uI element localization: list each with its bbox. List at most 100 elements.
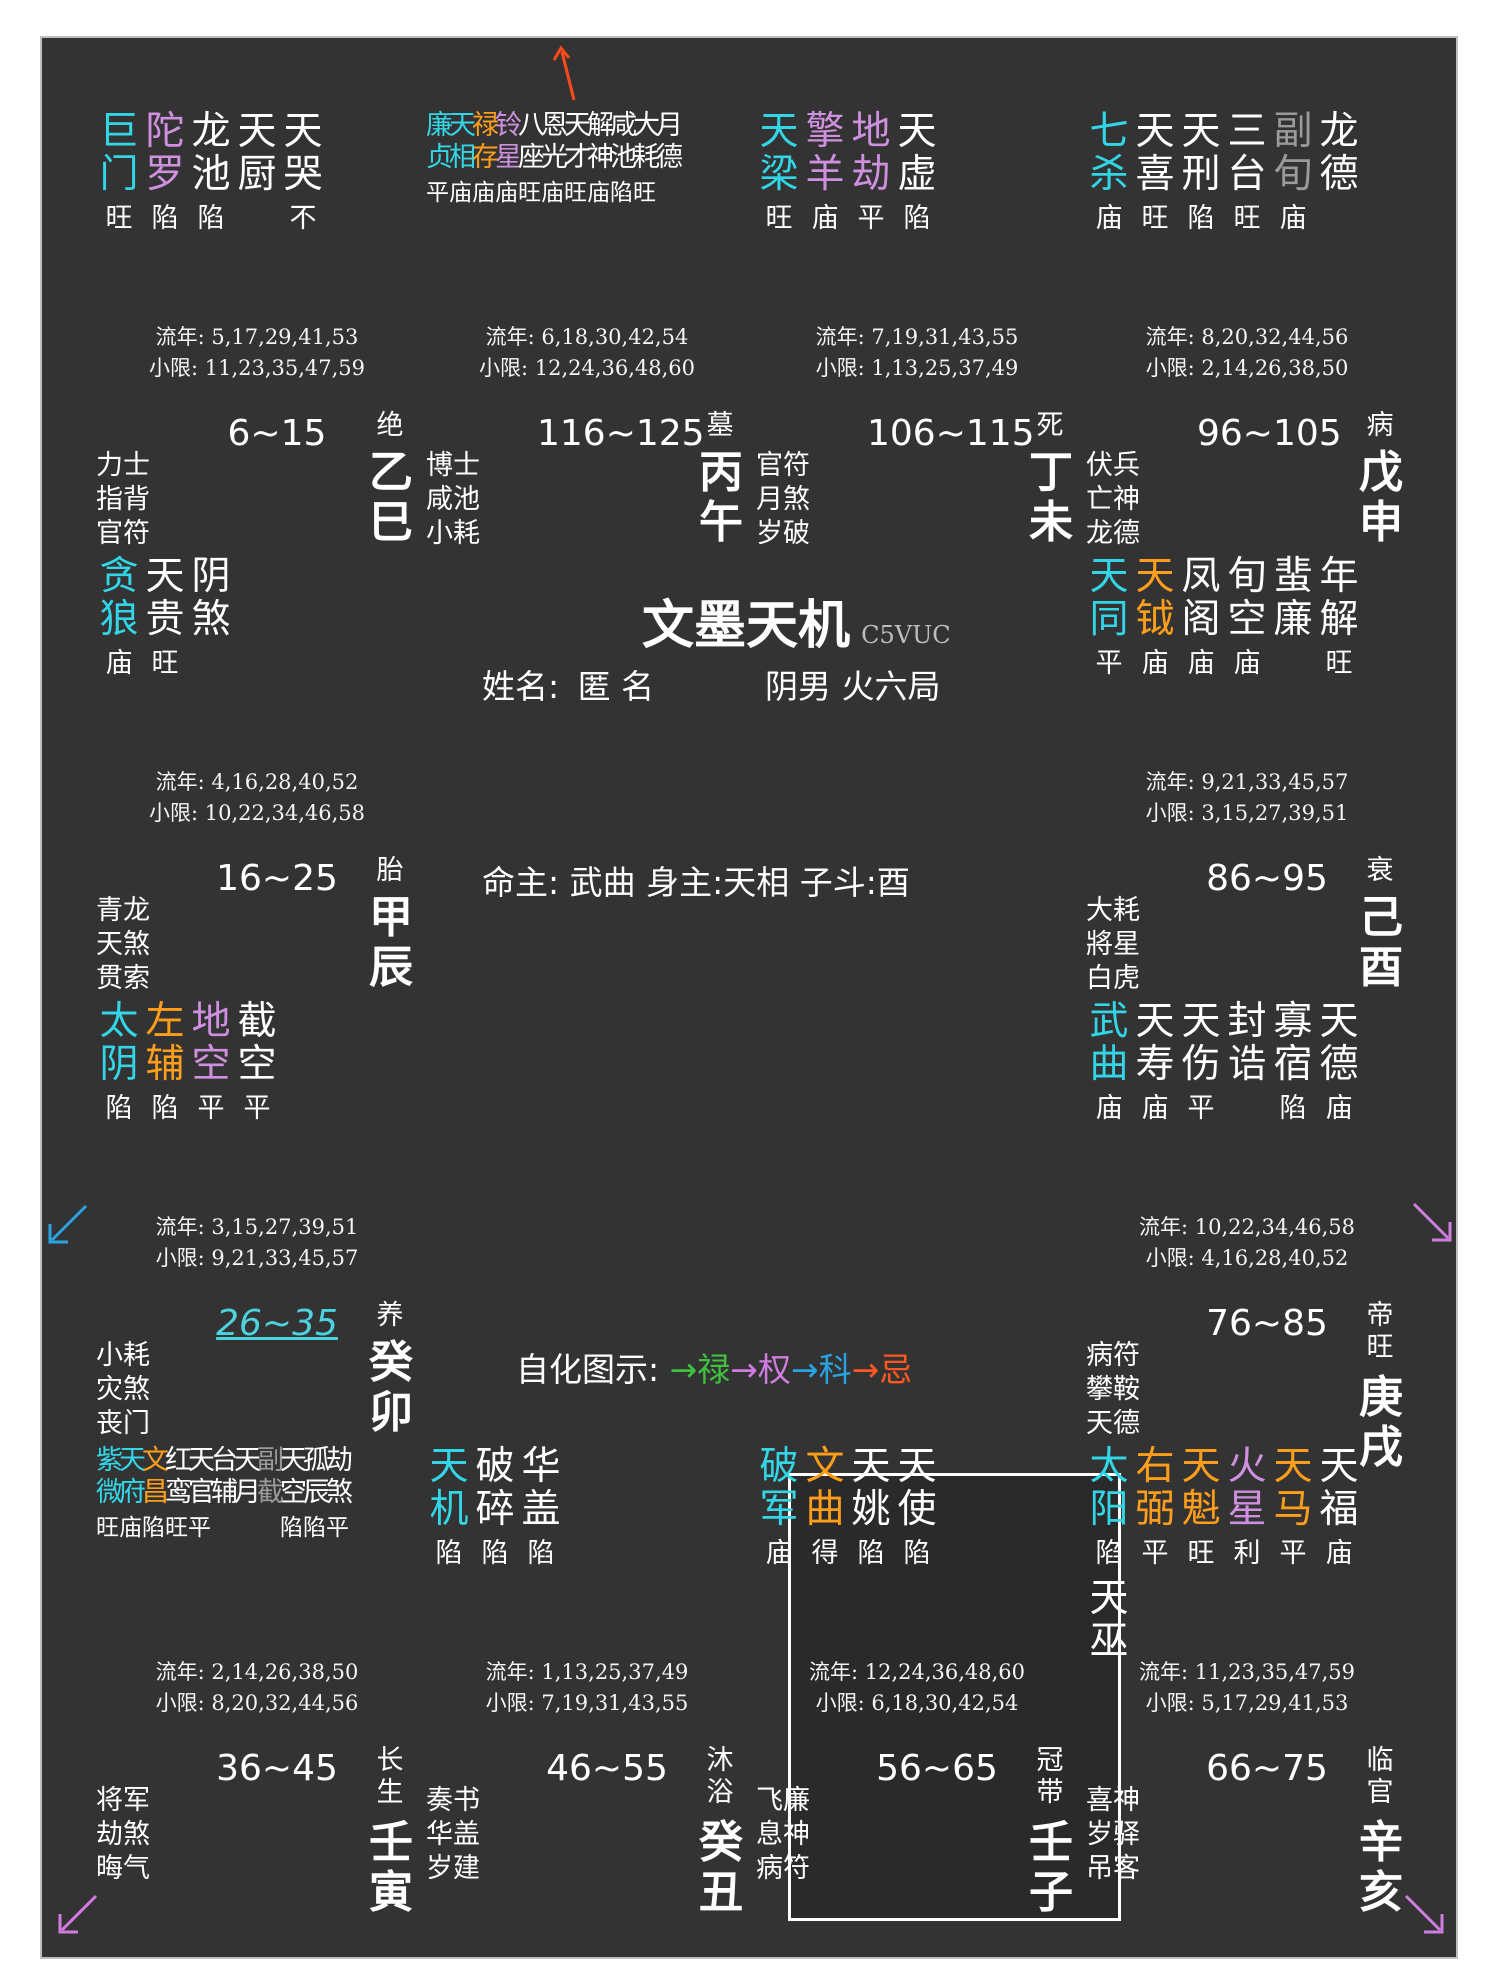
star[interactable]: 天厨 — [234, 110, 280, 242]
star[interactable]: 凤阁庙 — [1178, 555, 1224, 687]
star[interactable]: 巨门旺 — [96, 110, 142, 242]
star[interactable]: 封诰 — [1224, 1000, 1270, 1132]
star[interactable]: 文曲得 — [802, 1445, 848, 1577]
star[interactable]: 副旬庙 — [1270, 110, 1316, 242]
liunian-line: 流年: 9,21,33,45,57 — [1145, 770, 1349, 794]
deity-name: 岁破 — [756, 518, 810, 549]
deity-name: 月煞 — [756, 484, 810, 515]
decade-range[interactable]: 26~35 — [216, 1303, 338, 1344]
star[interactable]: 天刑陷 — [1178, 110, 1224, 242]
star-name: 贪狼 — [99, 554, 139, 642]
star[interactable]: 天伤平 — [1178, 1000, 1224, 1132]
star[interactable]: 铃星庙 — [495, 110, 522, 212]
star[interactable]: 天钺庙 — [1132, 555, 1178, 687]
star[interactable]: 蜚廉 — [1270, 555, 1316, 687]
star[interactable]: 龙池陷 — [188, 110, 234, 242]
star[interactable]: 咸池陷 — [610, 110, 637, 212]
star[interactable]: 廉贞平 — [426, 110, 453, 212]
star-name: 龙德 — [1319, 109, 1359, 197]
star[interactable]: 紫微旺 — [96, 1445, 123, 1547]
star[interactable]: 地空平 — [188, 1000, 234, 1132]
sihua-legend: 自化图示: →禄→权→科→忌 — [516, 1343, 912, 1391]
star[interactable]: 禄存庙 — [472, 110, 499, 212]
star[interactable]: 天官平 — [188, 1445, 215, 1547]
deity-name: 喜神 — [1086, 1785, 1140, 1816]
deity-name: 伏兵 — [1086, 450, 1140, 481]
star[interactable]: 华盖陷 — [518, 1445, 564, 1577]
star[interactable]: 天马平 — [1270, 1445, 1316, 1577]
star[interactable]: 龙德 — [1316, 110, 1362, 242]
star[interactable]: 八座旺 — [518, 110, 545, 212]
star[interactable]: 副截 — [257, 1445, 284, 1547]
star-name: 破碎 — [475, 1444, 515, 1532]
star[interactable]: 红鸾旺 — [165, 1445, 192, 1547]
star[interactable]: 七杀庙 — [1086, 110, 1132, 242]
star[interactable]: 破碎陷 — [472, 1445, 518, 1577]
star-brightness: 平 — [1095, 648, 1123, 679]
star[interactable]: 文昌陷 — [142, 1445, 169, 1547]
star[interactable]: 天哭不 — [280, 110, 326, 242]
deity-name: 龙德 — [1086, 518, 1140, 549]
arrow-right-icon — [1412, 1202, 1452, 1242]
star[interactable]: 天德庙 — [1316, 1000, 1362, 1132]
xiaoxian-line: 小限: 8,20,32,44,56 — [155, 1691, 359, 1715]
star-brightness: 陷 — [435, 1538, 463, 1569]
star[interactable]: 天贵旺 — [142, 555, 188, 687]
star[interactable]: 劫煞平 — [326, 1445, 353, 1547]
star-brightness: 庙 — [1187, 648, 1215, 679]
deity-name: 亡神 — [1086, 484, 1140, 515]
star[interactable]: 天福庙 — [1316, 1445, 1362, 1577]
star[interactable]: 天虚陷 — [894, 110, 940, 242]
star[interactable]: 天府庙 — [119, 1445, 146, 1547]
star-name: 禄存 — [472, 110, 499, 173]
name-label: 姓名: — [482, 667, 560, 706]
xiaoxian-line: 小限: 5,17,29,41,53 — [1145, 1691, 1349, 1715]
star[interactable]: 孤辰陷 — [303, 1445, 330, 1547]
star[interactable]: 陀罗陷 — [142, 110, 188, 242]
star[interactable]: 天同平 — [1086, 555, 1132, 687]
star[interactable]: 天梁旺 — [756, 110, 802, 242]
star[interactable]: 太阴陷 — [96, 1000, 142, 1132]
star[interactable]: 火星利 — [1224, 1445, 1270, 1577]
star[interactable]: 太阳陷 — [1086, 1445, 1132, 1577]
star[interactable]: 三台旺 — [1224, 110, 1270, 242]
star-brightness: 利 — [1233, 1538, 1261, 1569]
star[interactable]: 天巫 — [1086, 1577, 1132, 1709]
star-brightness — [1224, 1086, 1270, 1132]
star[interactable]: 恩光庙 — [541, 110, 568, 212]
star[interactable]: 台辅 — [211, 1445, 238, 1547]
star-brightness — [1270, 641, 1316, 687]
star[interactable]: 武曲庙 — [1086, 1000, 1132, 1132]
star[interactable]: 擎羊庙 — [802, 110, 848, 242]
star-name: 三台 — [1227, 109, 1267, 197]
star[interactable]: 天机陷 — [426, 1445, 472, 1577]
star[interactable]: 天姚陷 — [848, 1445, 894, 1577]
star[interactable]: 阴煞 — [188, 555, 234, 687]
star[interactable]: 天寿庙 — [1132, 1000, 1178, 1132]
star[interactable]: 天魁旺 — [1178, 1445, 1224, 1577]
star[interactable]: 左辅陷 — [142, 1000, 188, 1132]
star[interactable]: 截空平 — [234, 1000, 280, 1132]
star[interactable]: 天月 — [234, 1445, 261, 1547]
star[interactable]: 月德 — [656, 110, 683, 212]
star[interactable]: 天才旺 — [564, 110, 591, 212]
star[interactable]: 大耗旺 — [633, 110, 660, 212]
star[interactable]: 天喜旺 — [1132, 110, 1178, 242]
star[interactable]: 旬空庙 — [1224, 555, 1270, 687]
star[interactable]: 天使陷 — [894, 1445, 940, 1577]
star[interactable]: 地劫平 — [848, 110, 894, 242]
star[interactable]: 右弼平 — [1132, 1445, 1178, 1577]
star[interactable]: 破军庙 — [756, 1445, 802, 1577]
heavenly-stem: 癸 — [369, 1337, 413, 1388]
life-stage: 冠带 — [1036, 1745, 1064, 1808]
star[interactable]: 天相庙 — [449, 110, 476, 212]
star[interactable]: 解神庙 — [587, 110, 614, 212]
star[interactable]: 贪狼庙 — [96, 555, 142, 687]
star[interactable]: 天空陷 — [280, 1445, 307, 1547]
star[interactable]: 年解旺 — [1316, 555, 1362, 687]
star[interactable]: 寡宿陷 — [1270, 1000, 1316, 1132]
